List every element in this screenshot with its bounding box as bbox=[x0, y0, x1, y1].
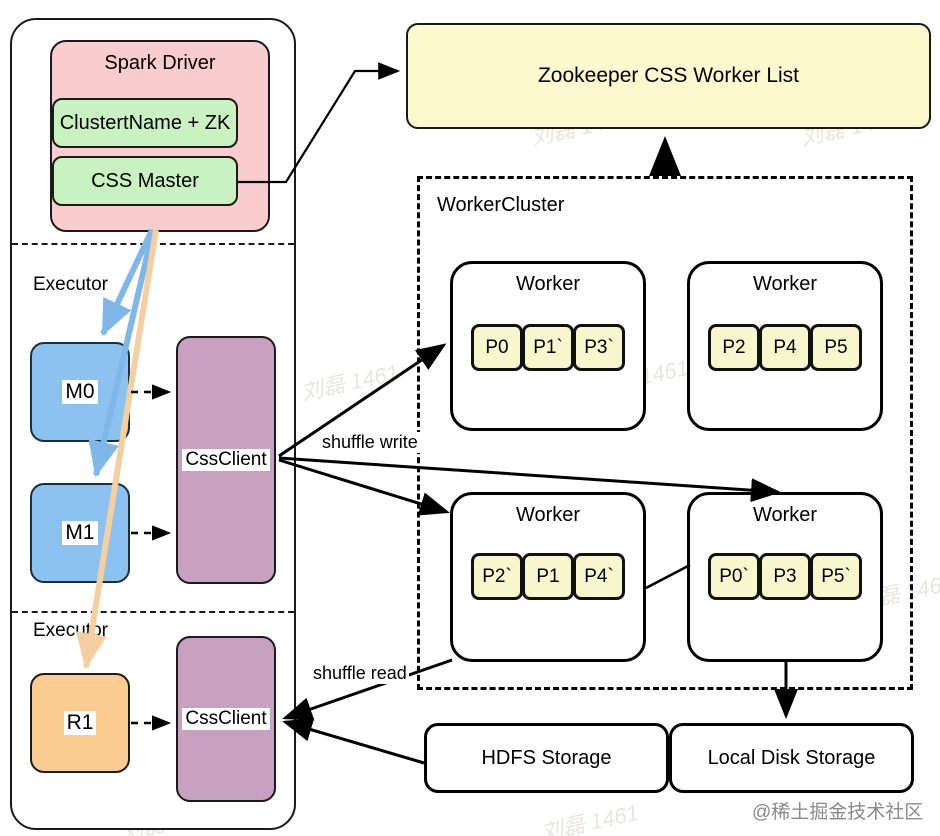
css-master-box[interactable]: CSS Master bbox=[52, 156, 238, 206]
task-m0-box[interactable]: M0 bbox=[30, 342, 130, 442]
partition-box[interactable]: P0 bbox=[471, 324, 523, 371]
partition-box[interactable]: P3` bbox=[573, 324, 625, 371]
task-m1-label: M1 bbox=[62, 520, 98, 546]
partition-box[interactable]: P2 bbox=[708, 324, 760, 371]
watermark-tile: 刘磊 1461 bbox=[538, 799, 641, 836]
partition-box[interactable]: P3 bbox=[759, 553, 811, 600]
hdfs-storage-box[interactable]: HDFS Storage bbox=[424, 723, 669, 793]
partition-box[interactable]: P4 bbox=[759, 324, 811, 371]
brand-watermark: @稀土掘金技术社区 bbox=[752, 802, 924, 823]
executor-2-label: Executor bbox=[33, 620, 108, 641]
partition-label: P0` bbox=[719, 565, 749, 587]
watermark-tile: 刘磊 1461 bbox=[298, 359, 401, 405]
cluster-name-zk-label: ClustertName + ZK bbox=[59, 111, 231, 134]
task-m0-label: M0 bbox=[62, 379, 98, 405]
hdfs-storage-label: HDFS Storage bbox=[481, 746, 612, 769]
local-disk-storage-box[interactable]: Local Disk Storage bbox=[669, 723, 914, 793]
cluster-name-zk-box[interactable]: ClustertName + ZK bbox=[52, 98, 238, 148]
worker-label-1: Worker bbox=[515, 273, 581, 295]
worker-label-3: Worker bbox=[515, 504, 581, 526]
shuffle-read-label: shuffle read bbox=[311, 663, 409, 684]
partition-label: P0 bbox=[485, 336, 509, 358]
executor-1-label: Executor bbox=[33, 274, 108, 295]
worker-label-2: Worker bbox=[752, 273, 818, 295]
partition-label: P4 bbox=[773, 336, 797, 358]
partition-label: P1 bbox=[536, 565, 560, 587]
css-master-label: CSS Master bbox=[91, 169, 199, 192]
partition-box[interactable]: P5 bbox=[810, 324, 862, 371]
partition-label: P3 bbox=[773, 565, 797, 587]
css-client-1-label: CssClient bbox=[182, 449, 270, 471]
partition-box[interactable]: P1 bbox=[522, 553, 574, 600]
partition-box[interactable]: P4` bbox=[573, 553, 625, 600]
partition-box[interactable]: P1` bbox=[522, 324, 574, 371]
partition-box[interactable]: P5` bbox=[810, 553, 862, 600]
partition-box[interactable]: P2` bbox=[471, 553, 523, 600]
executor-divider-2 bbox=[12, 611, 294, 613]
task-m1-box[interactable]: M1 bbox=[30, 483, 130, 583]
shuffle-write-label: shuffle write bbox=[320, 432, 420, 453]
css-client-1-box[interactable]: CssClient bbox=[176, 336, 276, 584]
partition-box[interactable]: P0` bbox=[708, 553, 760, 600]
spark-driver-title: Spark Driver bbox=[104, 52, 216, 74]
edge-shuffle-read-hdfs bbox=[282, 718, 425, 765]
zookeeper-box[interactable]: Zookeeper CSS Worker List bbox=[406, 23, 931, 129]
partition-label: P1` bbox=[533, 336, 563, 358]
partition-label: P2 bbox=[722, 336, 746, 358]
executor-divider-1 bbox=[12, 243, 294, 245]
partition-label: P2` bbox=[482, 565, 512, 587]
task-r1-box[interactable]: R1 bbox=[30, 673, 130, 773]
worker-label-4: Worker bbox=[752, 504, 818, 526]
partition-label: P4` bbox=[584, 565, 614, 587]
css-client-2-box[interactable]: CssClient bbox=[176, 636, 276, 802]
partition-label: P3` bbox=[584, 336, 614, 358]
worker-cluster-title: WorkerCluster bbox=[437, 194, 565, 216]
partition-label: P5 bbox=[824, 336, 848, 358]
zookeeper-label: Zookeeper CSS Worker List bbox=[537, 63, 800, 87]
css-client-2-label: CssClient bbox=[182, 708, 270, 730]
task-r1-label: R1 bbox=[63, 710, 97, 736]
local-disk-storage-label: Local Disk Storage bbox=[707, 746, 876, 769]
partition-label: P5` bbox=[821, 565, 851, 587]
